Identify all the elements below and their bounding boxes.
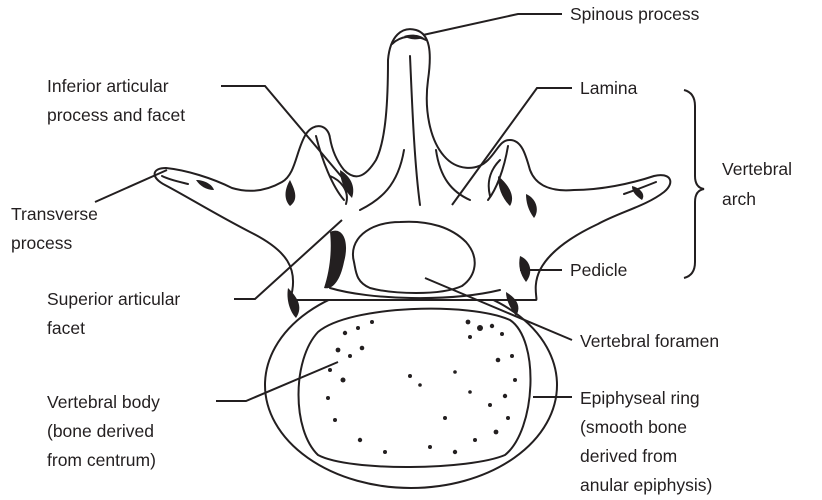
label-transverse-process: Transverse process [11, 204, 103, 253]
label-inferior-articular: Inferior articular process and facet [47, 76, 185, 125]
label-superior-articular: Superior articular facet [47, 289, 185, 338]
vertebral-arch-bracket [684, 90, 704, 278]
leader-transverse [95, 170, 167, 202]
label-spinous-process: Spinous process [570, 4, 700, 24]
label-lamina: Lamina [580, 78, 638, 98]
label-vertebral-body: Vertebral body (bone derived from centru… [47, 392, 165, 470]
label-vertebral-foramen: Vertebral foramen [580, 331, 719, 351]
leader-spinous [423, 14, 562, 35]
label-pedicle: Pedicle [570, 260, 627, 280]
label-vertebral-arch: Vertebral arch [722, 159, 797, 209]
vertebral-body-shape [299, 309, 531, 467]
label-epiphyseal-ring: Epiphyseal ring (smooth bone derived fro… [580, 388, 712, 495]
